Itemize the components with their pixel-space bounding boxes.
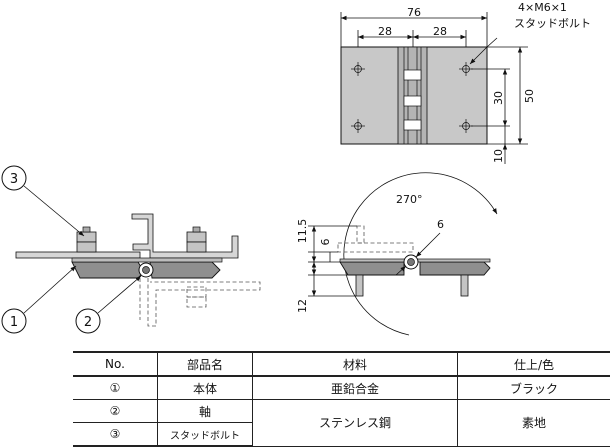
- drawing-canvas: 76 28 28 4×M6×1 スタッドボルト: [1, 1, 591, 336]
- row-no: ③: [73, 422, 158, 447]
- dim-height: 50: [523, 89, 536, 103]
- row-finish: 素地: [457, 399, 610, 447]
- dim-bottom-offset: 10: [492, 149, 505, 163]
- dim-11-5: 11.5: [296, 219, 309, 244]
- row-no: ①: [73, 376, 158, 400]
- callout-1-label: 1: [10, 315, 18, 330]
- callout-2-label: 2: [84, 315, 92, 330]
- row-finish: ブラック: [457, 376, 610, 400]
- right-side-view: 270° 11.5 6 12 6: [296, 172, 498, 336]
- row-part: 本体: [157, 376, 253, 400]
- dim-hole-pitch: 30: [492, 91, 505, 105]
- dim-right-pitch: 28: [433, 25, 447, 38]
- header-part-name: 部品名: [157, 351, 253, 377]
- table-row: ③ スタッドボルト: [73, 422, 610, 447]
- dim-12: 12: [296, 299, 309, 313]
- header-finish: 仕上/色: [457, 351, 610, 377]
- callout-3-label: 3: [10, 172, 18, 187]
- table-header-row: No. 部品名 材料 仕上/色: [73, 351, 610, 377]
- parts-table: No. 部品名 材料 仕上/色 ① 本体 亜鉛合金 ブラック ② 軸 ステンレス…: [73, 351, 610, 447]
- dim-6-vertical: 6: [319, 239, 332, 246]
- side-view: 3 1 2: [1, 165, 261, 334]
- row-material: 亜鉛合金: [252, 376, 458, 400]
- row-part: 軸: [157, 399, 253, 423]
- header-no: No.: [73, 351, 158, 377]
- dim-total-width: 76: [407, 6, 421, 19]
- row-no: ②: [73, 399, 158, 423]
- table-row: ② 軸 ステンレス鋼 素地: [73, 399, 610, 447]
- rotation-angle: 270°: [396, 193, 423, 206]
- dim-6-horizontal: 6: [437, 218, 444, 231]
- dim-left-pitch: 28: [378, 25, 392, 38]
- top-view: 76 28 28 4×M6×1 スタッドボルト: [340, 1, 591, 164]
- table-row: ① 本体 亜鉛合金 ブラック: [73, 376, 610, 400]
- header-material: 材料: [252, 351, 458, 377]
- stud-hole-marks: [351, 62, 473, 133]
- row-part: スタッドボルト: [157, 422, 253, 447]
- row-material: ステンレス鋼: [252, 399, 458, 447]
- bolt-callout-name: スタッドボルト: [514, 17, 591, 30]
- bolt-callout-size: 4×M6×1: [518, 1, 567, 14]
